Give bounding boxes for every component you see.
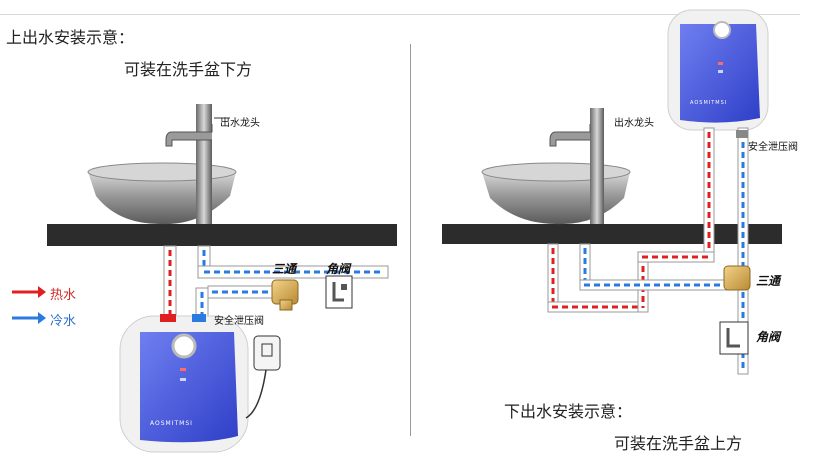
right-relief-valve-label: 安全泄压阀: [748, 142, 798, 153]
faucet-left: [196, 104, 212, 224]
relief-valve-right: [736, 130, 748, 138]
tee-fitting-right: [723, 265, 751, 291]
left-relief-valve-label: 安全泄压阀: [214, 316, 264, 327]
right-subtitle: 可装在洗手盆上方: [614, 434, 743, 453]
water-heater-left: [119, 314, 249, 453]
countertop-right: [442, 224, 782, 244]
legend-hot-label: 热水: [50, 288, 77, 303]
left-faucet-label: 出水龙头: [220, 118, 260, 129]
center-divider: [410, 44, 411, 436]
angle-valve-left: [325, 275, 353, 309]
left-tee-label: 三通: [272, 262, 297, 276]
left-title: 上出水安装示意：: [6, 28, 135, 47]
tee-fitting-left: [271, 279, 299, 311]
right-title: 下出水安装示意：: [504, 402, 633, 421]
power-plug-left: [245, 335, 281, 419]
legend-cold-label: 冷水: [50, 314, 77, 329]
left-heater-brand: AOSMITMSI: [150, 420, 193, 427]
countertop-left: [47, 224, 397, 246]
top-rule: [0, 14, 800, 15]
right-faucet-label: 出水龙头: [614, 118, 654, 129]
right-tee-label: 三通: [756, 274, 781, 288]
legend-arrows: [12, 286, 46, 324]
right-heater-brand: AOSMITMSI: [690, 100, 728, 106]
left-subtitle: 可装在洗手盆下方: [124, 60, 253, 79]
angle-valve-right: [719, 321, 749, 355]
left-angle-valve-label: 角阀: [326, 262, 351, 276]
pipes-right: [547, 127, 749, 375]
faucet-right: [590, 108, 604, 224]
water-heater-right: [667, 9, 769, 131]
right-angle-valve-label: 角阀: [756, 330, 781, 344]
